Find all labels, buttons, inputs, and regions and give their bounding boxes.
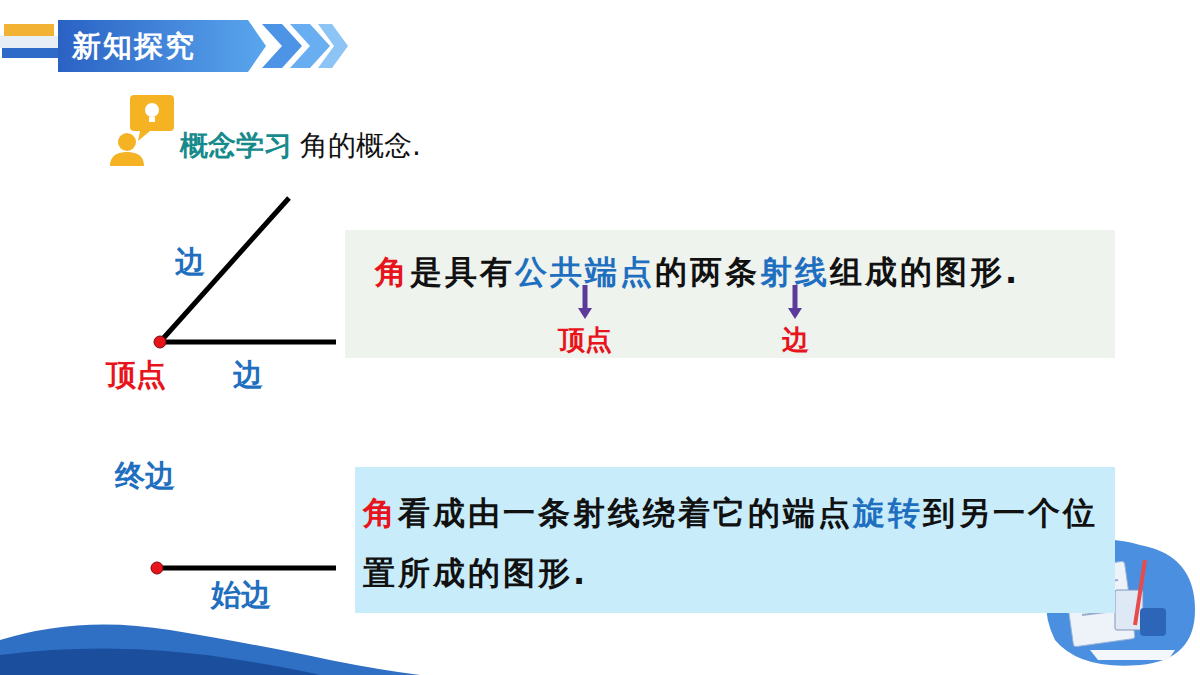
ray [160, 340, 336, 345]
angle-part-label: 终边 [115, 457, 175, 495]
book-icon [0, 36, 60, 48]
definition-box: 角是具有公共端点的两条射线组成的图形. 顶点 边 [345, 230, 1115, 358]
pointer-label: 顶点 [558, 324, 612, 356]
vertex-dot [151, 562, 163, 574]
header-title: 新知探究 [72, 24, 196, 68]
pencil [1135, 560, 1145, 625]
illustration-base [1090, 650, 1175, 660]
sentence-part: 看成由一条射线绕着它的端点 [398, 494, 853, 532]
person-icon [110, 152, 144, 166]
sentence-part: 角 [363, 494, 398, 532]
section-heading: 角的概念. [300, 128, 421, 163]
ray [160, 198, 289, 342]
header-banner [58, 20, 266, 72]
sentence-part: 射线 [760, 253, 830, 291]
angle-part-label: 边 [233, 356, 263, 394]
wave [0, 624, 420, 675]
angle-part-label: 始边 [211, 576, 271, 614]
sentence-part: 角 [375, 253, 410, 291]
pointer-arrows [345, 230, 1115, 360]
pointer-arrowhead [578, 308, 592, 319]
sentence-part: 公共端点 [515, 253, 655, 291]
angle-part-label: 边 [175, 243, 205, 281]
wave [0, 649, 320, 675]
sentence-part: 旋转 [853, 494, 923, 532]
pointer-label: 边 [782, 324, 809, 356]
vertex-dot [154, 336, 166, 348]
sentence-part: 组成的图形. [830, 253, 1020, 291]
idea-icon [149, 117, 155, 122]
idea-icon [145, 103, 159, 117]
idea-icon [138, 131, 150, 141]
sentence: 角看成由一条射线绕着它的端点旋转到另一个位置所成的图形. [355, 467, 1115, 613]
pointer-arrowhead [788, 308, 802, 319]
ray [157, 566, 336, 571]
person-icon [118, 133, 136, 151]
sentence: 角是具有公共端点的两条射线组成的图形. [345, 230, 1115, 300]
idea-icon [130, 95, 174, 131]
section-heading: 概念学习 [180, 128, 292, 163]
mug [1140, 608, 1166, 636]
sentence-part: 的两条 [655, 253, 760, 291]
book-icon [2, 48, 58, 58]
chevron [318, 24, 348, 68]
rotation-box: 角看成由一条射线绕着它的端点旋转到另一个位置所成的图形. [355, 467, 1115, 613]
book-icon [4, 24, 54, 36]
angle-part-label: 顶点 [106, 356, 166, 394]
sentence-part: 是具有 [410, 253, 515, 291]
